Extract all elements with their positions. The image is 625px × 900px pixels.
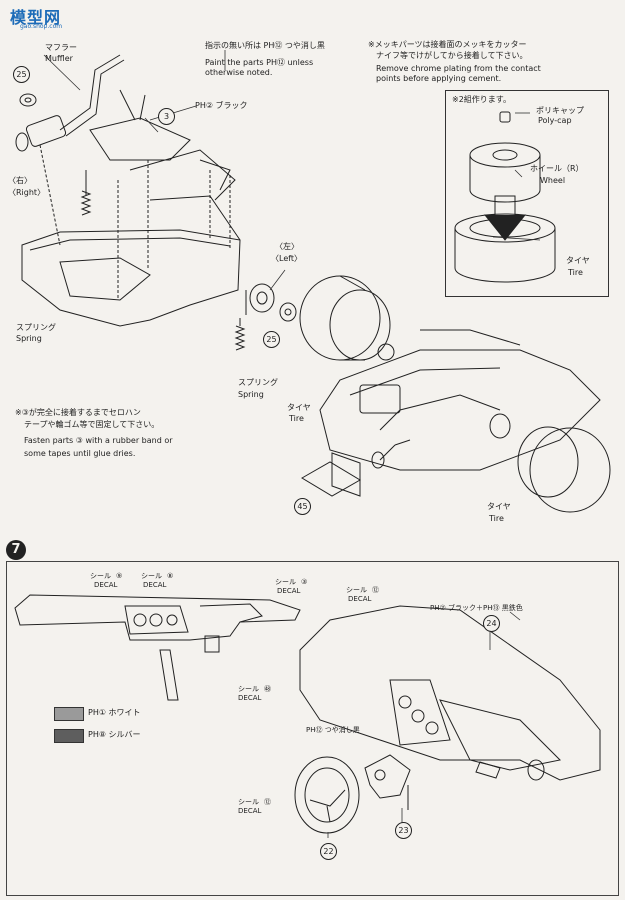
dash-paint-label: PH② ブラック＋PH⑬ 黒鉄色	[430, 604, 523, 612]
chrome-note-jp-2: ナイフ等でけがしてから接着して下さい。	[376, 51, 528, 60]
wheel-assembly-box	[445, 90, 609, 297]
paint-note-en-2: otherwise noted.	[205, 68, 273, 77]
make-two-note: ※2組作ります。	[452, 95, 511, 104]
decal12a-label-en: DECAL	[348, 595, 372, 603]
tire-label-jp-2: タイヤ	[487, 502, 511, 511]
spring-label-en-1: Spring	[16, 334, 42, 343]
chrome-note-en-2: points before applying cement.	[376, 74, 502, 83]
paint-note-en-1: Paint the parts PH⑫ unless	[205, 58, 314, 67]
decal3-label-jp: シール	[275, 578, 296, 586]
decal9-num: ⑨	[116, 572, 123, 580]
tire-label-en-1: Tire	[289, 414, 304, 423]
decal3-num: ③	[301, 578, 308, 586]
muffler-label-jp: マフラー	[45, 43, 77, 52]
decal9-label-jp: シール	[90, 572, 111, 580]
decal12b-label-jp: シール	[238, 798, 259, 806]
paint-note-jp: 指示の無い所は PH⑫ つや消し黒	[205, 41, 325, 50]
part-number-22: 22	[320, 843, 337, 860]
decal12b-label-en: DECAL	[238, 807, 262, 815]
part-number-45: 45	[294, 498, 311, 515]
decal12a-num: ⑫	[372, 586, 379, 594]
black-paint-label: PH② ブラック	[195, 101, 248, 110]
step-7-panel	[6, 561, 619, 896]
fasten-note-en-2: some tapes until glue dries.	[24, 449, 136, 458]
step-7-badge: 7	[6, 540, 26, 560]
spring-label-jp-1: スプリング	[16, 323, 56, 332]
fasten-note-en-1: Fasten parts ③ with a rubber band or	[24, 436, 173, 445]
logo-url: gao.shop.com	[20, 23, 63, 30]
right-label-en: 〈Right〉	[8, 188, 46, 197]
spring-label-en-2: Spring	[238, 390, 264, 399]
logo-text: 模型网	[10, 8, 62, 27]
spring-label-jp-2: スプリング	[238, 378, 278, 387]
decal48-num: ㊽	[264, 685, 271, 693]
chrome-note-en-1: Remove chrome plating from the contact	[376, 64, 541, 73]
box-tire-label-jp: タイヤ	[566, 256, 590, 265]
right-label-jp: 〈右〉	[8, 176, 32, 185]
fasten-note-jp-1: ※③が完全に接着するまでセロハン	[15, 408, 141, 417]
decal8-label-jp: シール	[141, 572, 162, 580]
site-logo: 模型网 gao.shop.com	[4, 2, 74, 32]
part-number-24: 24	[483, 615, 500, 632]
decal48-label-en: DECAL	[238, 694, 262, 702]
white-swatch	[54, 707, 84, 721]
silver-swatch	[54, 729, 84, 743]
decal8-label-en: DECAL	[143, 581, 167, 589]
decal9-label-en: DECAL	[94, 581, 118, 589]
part-number-3: 3	[158, 108, 175, 125]
muffler-label-en: Muffler	[45, 54, 73, 63]
legend-white-label: PH① ホワイト	[88, 708, 141, 717]
legend-silver-label: PH⑧ シルバー	[88, 730, 141, 739]
decal8-num: ⑧	[167, 572, 174, 580]
wheel-label-jp: ホイール（R）	[530, 164, 584, 173]
decal48-label-jp: シール	[238, 685, 259, 693]
polycap-label-en: Poly-cap	[538, 116, 572, 125]
fasten-note-jp-2: テープや輪ゴム等で固定して下さい。	[24, 420, 160, 429]
left-label-jp: 〈左〉	[275, 242, 299, 251]
decal12b-num: ⑫	[264, 798, 271, 806]
polycap-label-jp: ポリキャップ	[536, 106, 584, 115]
part-number-25-top: 25	[13, 66, 30, 83]
tire-label-en-2: Tire	[489, 514, 504, 523]
left-label-en: 〈Left〉	[271, 254, 303, 263]
wheel-paint-label: PH⑫ つや消し黒	[306, 726, 360, 734]
decal3-label-en: DECAL	[277, 587, 301, 595]
part-number-25-left: 25	[263, 331, 280, 348]
part-number-23: 23	[395, 822, 412, 839]
wheel-label-en: Wheel	[540, 176, 566, 185]
box-tire-label-en: Tire	[568, 268, 583, 277]
tire-label-jp-1: タイヤ	[287, 403, 311, 412]
chrome-note-jp-1: ※メッキパーツは接着面のメッキをカッター	[368, 40, 527, 49]
decal12a-label-jp: シール	[346, 586, 367, 594]
